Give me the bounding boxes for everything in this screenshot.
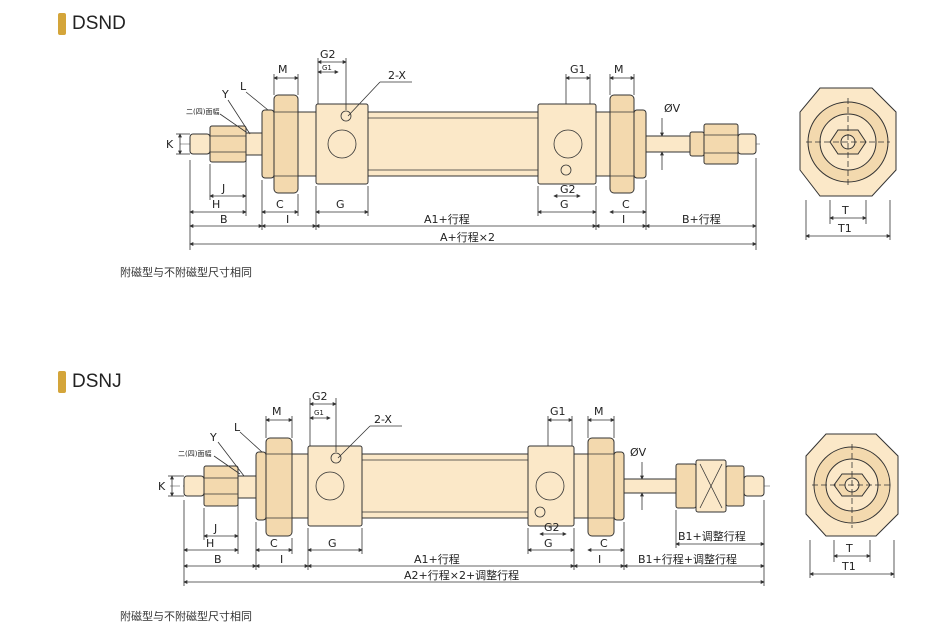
section-header-dsnj: DSNJ xyxy=(58,370,122,394)
label-g1-right: G1 xyxy=(570,63,586,76)
label-a1: A1+行程 xyxy=(414,553,460,566)
label-g-right: G xyxy=(560,198,569,211)
dsnd-cylinder-side-view xyxy=(180,94,760,194)
label-v: ØV xyxy=(630,446,647,459)
label-2-x: 2-X xyxy=(388,69,406,82)
label-2-x: 2-X xyxy=(374,413,392,426)
label-y: Y xyxy=(221,88,229,101)
label-g2-top: G2 xyxy=(320,48,336,61)
label-m-right: M xyxy=(614,63,624,76)
label-i-left: I xyxy=(280,553,283,566)
label-a-total: A+行程×2 xyxy=(440,231,495,244)
dsnj-cylinder-side-view xyxy=(170,437,770,537)
dsnd-dimensions xyxy=(176,58,757,250)
label-c-left: C xyxy=(270,537,278,550)
label-g1-top: G1 xyxy=(314,409,324,417)
note-dsnd: 附磁型与不附磁型尺寸相同 xyxy=(120,267,252,279)
label-t1: T1 xyxy=(837,222,852,235)
label-c-left: C xyxy=(276,198,284,211)
label-h: H xyxy=(206,537,214,550)
label-g-left: G xyxy=(328,537,337,550)
label-b1-total: B1+行程+调整行程 xyxy=(638,552,737,566)
section-badge xyxy=(58,371,66,393)
label-g1-top: G1 xyxy=(322,64,332,72)
label-m-left: M xyxy=(278,63,288,76)
label-k: K xyxy=(158,480,166,493)
label-g2-bot: G2 xyxy=(544,521,560,534)
label-t: T xyxy=(841,204,849,217)
label-b-right: B+行程 xyxy=(682,213,721,226)
label-i-right: I xyxy=(622,213,625,226)
label-flats: 二(四)面幅 xyxy=(186,107,219,116)
section-header-dsnd: DSND xyxy=(58,12,126,36)
label-a1: A1+行程 xyxy=(424,213,470,226)
label-h: H xyxy=(212,198,220,211)
label-t1: T1 xyxy=(841,560,856,573)
label-l: L xyxy=(234,421,241,434)
label-t: T xyxy=(845,542,853,555)
dsnj-labels: M G2 G1 2-X G1 M Y L 二(四)面幅 K ØV J H B C… xyxy=(158,390,856,582)
label-y: Y xyxy=(209,431,217,444)
label-g1-right: G1 xyxy=(550,405,566,418)
dsnd-labels: M G2 G1 2-X G1 M Y L 二(四)面幅 K ØV J H B C… xyxy=(166,48,852,244)
label-g-left: G xyxy=(336,198,345,211)
label-flats: 二(四)面幅 xyxy=(178,449,211,458)
label-g2-bot: G2 xyxy=(560,183,576,196)
label-k: K xyxy=(166,138,174,151)
label-j: J xyxy=(213,522,217,535)
section-title-dsnj: DSNJ xyxy=(72,371,122,392)
label-i-left: I xyxy=(286,213,289,226)
label-c-right: C xyxy=(600,537,608,550)
dsnj-end-view xyxy=(805,433,899,578)
label-i-right: I xyxy=(598,553,601,566)
label-c-right: C xyxy=(622,198,630,211)
label-a2-total: A2+行程×2+调整行程 xyxy=(404,568,519,582)
label-l: L xyxy=(240,80,247,93)
label-v: ØV xyxy=(664,102,681,115)
label-m-left: M xyxy=(272,405,282,418)
note-dsnj: 附磁型与不附磁型尺寸相同 xyxy=(120,611,252,623)
label-j: J xyxy=(221,182,225,195)
label-m-right: M xyxy=(594,405,604,418)
section-badge xyxy=(58,13,66,35)
dsnj-dimensions xyxy=(168,398,765,586)
label-g-right: G xyxy=(544,537,553,550)
label-b: B xyxy=(214,553,222,566)
dsnd-end-view xyxy=(799,87,897,240)
label-b1-adj: B1+调整行程 xyxy=(678,529,746,543)
label-b: B xyxy=(220,213,228,226)
section-title-dsnd: DSND xyxy=(72,13,126,34)
label-g2-top: G2 xyxy=(312,390,328,403)
